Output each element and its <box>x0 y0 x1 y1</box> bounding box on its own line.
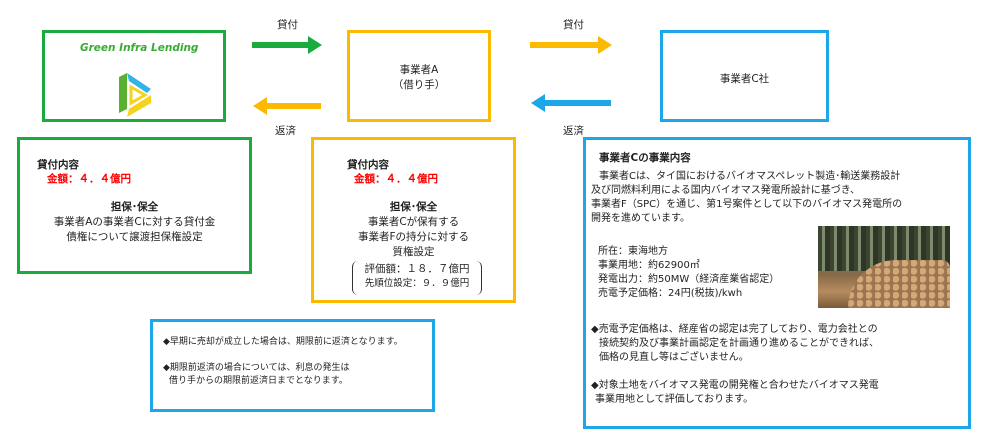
bullet-line: 接続契約及び事業計画認定を計画通り進めることができれば、 <box>599 338 879 349</box>
spec-output: 発電出力：約50MW（経済産業省認定） <box>598 274 780 285</box>
security-line: 事業者Cが保有する <box>367 216 460 228</box>
loan-label-left: 貸付 <box>277 19 298 31</box>
security-line: 事業者Aの事業者Cに対する貸付金 <box>53 216 216 228</box>
security-line: 事業者Fの持分に対する <box>357 231 470 243</box>
security-line: 質権設定 <box>392 246 435 258</box>
security-line: 債権について譲渡担保権設定 <box>66 231 203 243</box>
company-c-box: 事業者C社 <box>660 30 829 122</box>
borrower-name: 事業者A <box>399 64 439 76</box>
loan-details-box-2: 貸付内容 金額：４．４億円 担保･保全 事業者Cが保有する 事業者Fの持分に対す… <box>311 137 516 303</box>
valuation: 評価額：１８．７億円 <box>364 263 470 275</box>
bullet-line: ◆売電予定価格は、経産省の認定は完了しており、電力会社との <box>591 324 878 335</box>
spec-price: 売電予定価格：24円(税抜)/kwh <box>598 288 743 299</box>
spec-location: 所在：東海地方 <box>598 246 668 257</box>
lender-logo-text: Green Infra Lending <box>80 42 199 54</box>
intro-line: 事業者F（SPC）を通じ、第1号案件として以下のバイオマス発電所の <box>591 199 903 210</box>
repay-label-left: 返済 <box>275 125 296 137</box>
lender-logo-icon <box>119 73 151 117</box>
note-item: 借り手からの期限前返済日までとなります。 <box>169 376 348 386</box>
borrower-box: 事業者A （借り手） <box>347 30 491 122</box>
senior-lien: 先順位設定：９．９億円 <box>364 278 470 289</box>
loan-title: 貸付内容 <box>37 159 79 171</box>
bullet-line: 事業用地として評価しております。 <box>595 394 754 405</box>
loan-label-right: 貸付 <box>563 19 584 31</box>
spec-land: 事業用地：約62900㎡ <box>598 260 700 271</box>
loan-arrow-right-icon <box>252 36 322 54</box>
timber-photo <box>818 226 950 308</box>
business-box: 事業者Cの事業内容 事業者Cは、タイ国におけるバイオマスペレット製造･輸送業務設… <box>583 137 971 429</box>
loan-details-box-1: 貸付内容 金額：４．４億円 担保･保全 事業者Aの事業者Cに対する貸付金 債権に… <box>17 137 252 274</box>
repay-arrow-left-icon <box>253 97 321 115</box>
bullet-line: 価格の見直し等はございません。 <box>599 352 749 363</box>
intro-line: 事業者Cは、タイ国におけるバイオマスペレット製造･輸送業務設計 <box>599 171 901 182</box>
security-title: 担保･保全 <box>110 201 159 213</box>
notes-box: ◆早期に売却が成立した場合は、期限前に返済となります。 ◆期限前返済の場合につい… <box>150 319 435 412</box>
company-c-name: 事業者C社 <box>719 73 770 85</box>
bullet-line: ◆対象土地をバイオマス発電の開発権と合わせたバイオマス発電 <box>591 380 879 391</box>
intro-line: 開発を進めています。 <box>591 213 690 224</box>
note-item: ◆期限前返済の場合については、利息の発生は <box>163 363 350 373</box>
loan-title: 貸付内容 <box>347 159 389 171</box>
repay-label-right: 返済 <box>563 125 584 137</box>
loan-amount: 金額：４．４億円 <box>354 173 438 185</box>
note-item: ◆早期に売却が成立した場合は、期限前に返済となります。 <box>163 337 403 347</box>
loan-arrow-right-2-icon <box>530 36 612 54</box>
lender-box: Green Infra Lending <box>42 30 226 122</box>
loan-amount: 金額：４．４億円 <box>47 173 131 185</box>
repay-arrow-left-2-icon <box>531 94 611 112</box>
business-title: 事業者Cの事業内容 <box>599 152 691 164</box>
borrower-role: （借り手） <box>392 79 446 91</box>
intro-line: 及び同燃料利用による国内バイオマス発電所設計に基づき、 <box>591 185 860 196</box>
security-title: 担保･保全 <box>389 201 438 213</box>
valuation-bracket: 評価額：１８．７億円 先順位設定：９．９億円 <box>352 261 482 295</box>
